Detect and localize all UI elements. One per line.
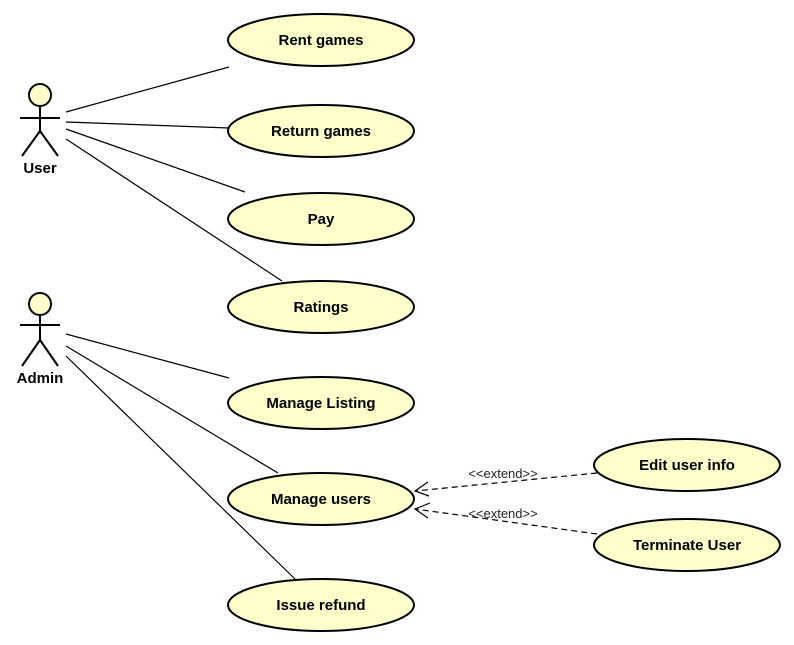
extend-arrowhead-edit bbox=[413, 481, 430, 497]
use-case-return-games-ellipse bbox=[227, 104, 415, 158]
use-case-pay-label: Pay bbox=[308, 211, 335, 228]
assoc-admin-manage-listing bbox=[65, 333, 230, 379]
extend-line-edit bbox=[414, 472, 598, 492]
actor-admin-label: Admin bbox=[17, 370, 64, 387]
use-case-terminate-user-ellipse bbox=[593, 518, 781, 572]
use-case-return-games-label: Return games bbox=[271, 123, 371, 140]
use-case-edit-user-info[interactable]: Edit user info bbox=[593, 438, 781, 492]
actor-user-right-leg bbox=[39, 130, 59, 157]
admin-associations bbox=[65, 333, 296, 580]
actor-user-head bbox=[28, 83, 52, 107]
use-case-manage-listing-ellipse bbox=[227, 376, 415, 430]
assoc-user-ratings bbox=[65, 138, 283, 282]
use-case-issue-refund-ellipse bbox=[227, 578, 415, 632]
use-case-manage-users-label: Manage users bbox=[271, 491, 371, 508]
actor-admin-left-leg bbox=[21, 339, 41, 367]
extend-arrowhead-terminate bbox=[413, 502, 431, 519]
user-associations bbox=[65, 66, 283, 282]
use-case-ratings[interactable]: Ratings bbox=[227, 280, 415, 334]
extend-terminate-user: <<extend>> bbox=[413, 502, 598, 535]
use-case-issue-refund[interactable]: Issue refund bbox=[227, 578, 415, 632]
use-case-terminate-user-label: Terminate User bbox=[633, 537, 741, 554]
assoc-admin-manage-users bbox=[65, 345, 279, 474]
use-case-manage-users-ellipse bbox=[227, 472, 415, 526]
actor-user-left-leg bbox=[21, 130, 41, 157]
extend-label-edit: <<extend>> bbox=[468, 466, 537, 481]
use-case-manage-listing-label: Manage Listing bbox=[266, 395, 375, 412]
actor-user[interactable]: User bbox=[20, 83, 60, 177]
assoc-user-return-games bbox=[65, 121, 230, 129]
extend-edit-user-info: <<extend>> bbox=[413, 466, 598, 497]
actor-user-label: User bbox=[23, 160, 57, 177]
use-case-pay-ellipse bbox=[227, 192, 415, 246]
assoc-user-rent-games bbox=[65, 66, 230, 113]
assoc-admin-issue-refund bbox=[65, 355, 296, 580]
use-case-rent-games[interactable]: Rent games bbox=[227, 13, 415, 67]
use-case-edit-user-info-ellipse bbox=[593, 438, 781, 492]
actor-admin[interactable]: Admin bbox=[17, 292, 64, 387]
use-case-ratings-ellipse bbox=[227, 280, 415, 334]
use-case-manage-users[interactable]: Manage users bbox=[227, 472, 415, 526]
actor-admin-right-leg bbox=[39, 339, 59, 367]
use-case-issue-refund-label: Issue refund bbox=[276, 597, 365, 614]
use-case-terminate-user[interactable]: Terminate User bbox=[593, 518, 781, 572]
extend-line-terminate bbox=[414, 508, 598, 535]
use-case-edit-user-info-label: Edit user info bbox=[639, 457, 735, 474]
use-case-pay[interactable]: Pay bbox=[227, 192, 415, 246]
use-case-rent-games-label: Rent games bbox=[278, 32, 363, 49]
extend-label-terminate: <<extend>> bbox=[468, 506, 537, 521]
use-case-return-games[interactable]: Return games bbox=[227, 104, 415, 158]
actor-admin-head bbox=[28, 292, 52, 316]
use-case-ratings-label: Ratings bbox=[293, 299, 348, 316]
use-case-manage-listing[interactable]: Manage Listing bbox=[227, 376, 415, 430]
assoc-user-pay bbox=[65, 128, 246, 193]
use-case-rent-games-ellipse bbox=[227, 13, 415, 67]
